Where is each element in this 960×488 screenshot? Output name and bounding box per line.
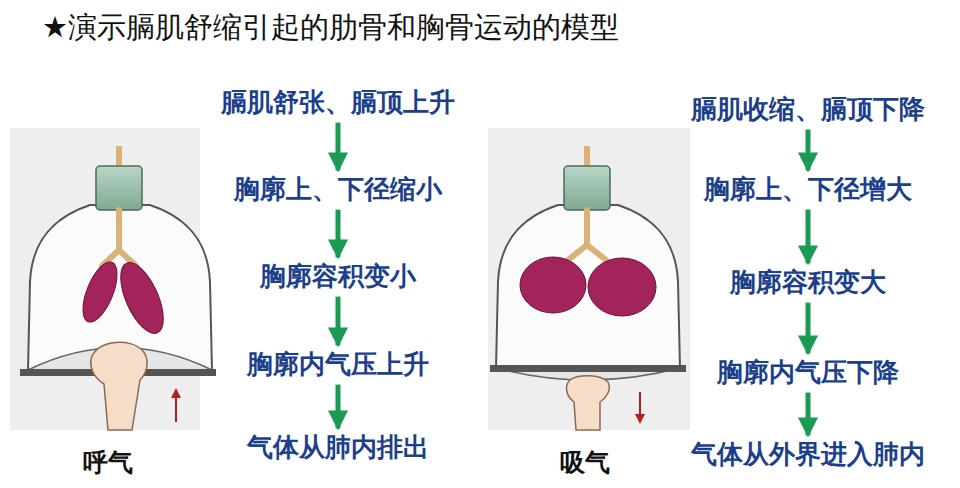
step-text: 胸廓容积变小 — [260, 261, 416, 292]
lung — [112, 257, 172, 339]
jar-base — [490, 365, 686, 372]
step-text: 胸廓上、下径增大 — [704, 174, 912, 205]
flow-step: 气体从肺内排出 — [244, 431, 432, 464]
flow-step: 胸廓内气压下降 — [714, 356, 902, 389]
phase-label: 呼气 — [83, 448, 133, 478]
step-text: 胸廓内气压下降 — [717, 357, 899, 388]
flow-step: 膈肌收缩、膈顶下降 — [688, 93, 928, 126]
bell-jar — [496, 205, 680, 368]
flow-arrow — [336, 210, 341, 258]
flow-arrow — [336, 385, 341, 429]
flow-step: 胸廓容积变大 — [727, 266, 889, 299]
tube — [584, 146, 590, 168]
inhale-model — [488, 128, 690, 430]
stopper — [96, 166, 142, 210]
panel — [488, 128, 690, 430]
flow-step: 胸廓上、下径增大 — [701, 173, 915, 206]
flow-step: 胸廓上、下径缩小 — [231, 173, 445, 206]
lung — [588, 258, 656, 316]
step-text: 膈肌舒张、膈顶上升 — [221, 87, 455, 118]
flow-arrow — [806, 130, 811, 171]
step-text: 胸廓内气压上升 — [247, 349, 429, 380]
lung — [76, 257, 124, 326]
exhale-model — [10, 128, 216, 430]
flow-arrow — [336, 297, 341, 346]
flow-arrow — [336, 123, 341, 171]
flow-step: 胸廓容积变小 — [257, 260, 419, 293]
pull-arrow — [635, 414, 645, 424]
step-text: 气体从外界进入肺内 — [691, 439, 925, 470]
step-text: 气体从肺内排出 — [247, 432, 429, 463]
tube — [116, 146, 122, 168]
push-arrow — [171, 388, 181, 398]
flow-step: 气体从外界进入肺内 — [688, 438, 928, 471]
flow-step: 膈肌舒张、膈顶上升 — [218, 86, 458, 119]
flow-arrow — [806, 303, 811, 354]
y-tube — [568, 210, 606, 260]
hand — [91, 342, 147, 430]
step-text: 膈肌收缩、膈顶下降 — [691, 94, 925, 125]
phase-label: 吸气 — [560, 448, 610, 478]
y-tube — [102, 210, 136, 266]
hand — [567, 376, 610, 430]
step-text: 胸廓容积变大 — [730, 267, 886, 298]
flow-arrow — [806, 210, 811, 264]
stopper — [564, 166, 610, 210]
flow-arrow — [806, 393, 811, 436]
lung — [520, 257, 586, 313]
flow-step: 胸廓内气压上升 — [244, 348, 432, 381]
title: ★演示膈肌舒缩引起的肋骨和胸骨运动的模型 — [42, 10, 960, 45]
step-text: 胸廓上、下径缩小 — [234, 174, 442, 205]
